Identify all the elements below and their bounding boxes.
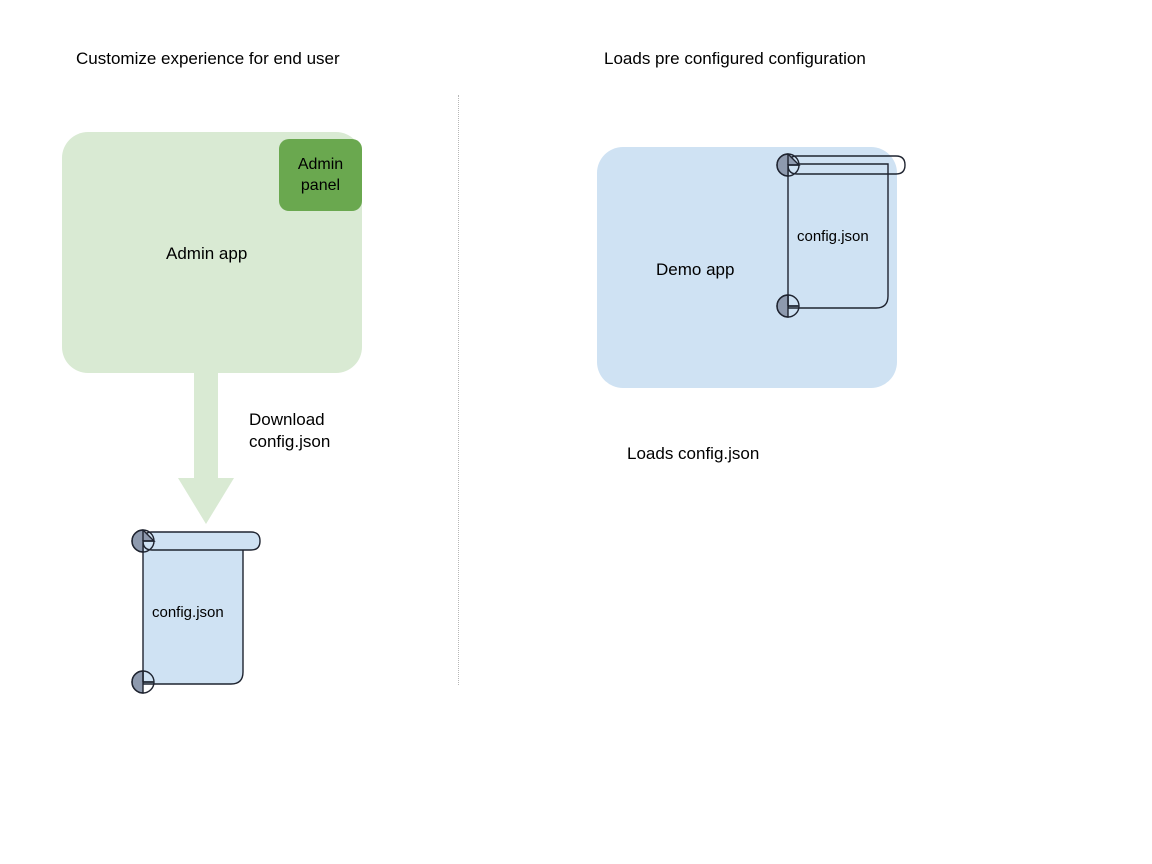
left-column-heading: Customize experience for end user (76, 49, 340, 68)
loads-config-caption: Loads config.json (627, 444, 760, 463)
right-column-heading: Loads pre configured configuration (604, 49, 866, 68)
download-arrow-label: Download config.json (249, 410, 331, 451)
config-json-label-right: config.json (797, 228, 869, 245)
demo-app-label: Demo app (656, 260, 735, 279)
config-json-file-right (772, 152, 917, 318)
config-json-file-left (127, 528, 272, 694)
down-arrow-icon (173, 366, 239, 528)
admin-app-label: Admin app (166, 244, 248, 263)
admin-panel-box[interactable]: Admin panel (279, 139, 362, 211)
admin-panel-label: Admin panel (297, 156, 344, 194)
demo-app-box (597, 147, 897, 388)
vertical-dotted-divider (458, 95, 459, 685)
config-json-label-left: config.json (152, 604, 224, 621)
